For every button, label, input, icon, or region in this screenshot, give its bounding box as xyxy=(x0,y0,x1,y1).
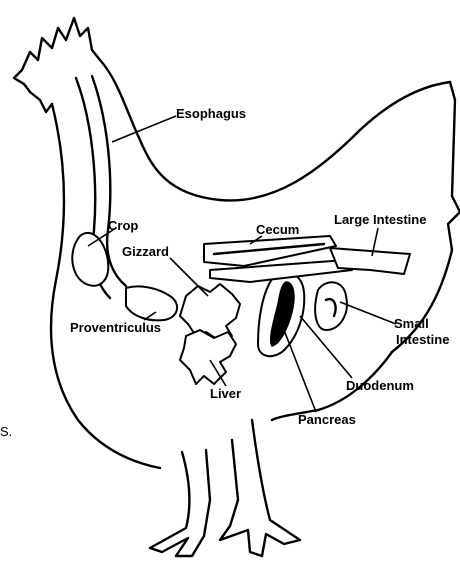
label-cecum: Cecum xyxy=(256,222,299,237)
label-crop: Crop xyxy=(108,218,138,233)
comb xyxy=(22,18,100,70)
back-neck xyxy=(100,60,450,200)
label-large-intestine: Large Intestine xyxy=(334,212,426,227)
cecum-organ xyxy=(204,236,352,282)
label-small-intestine-line2: Intestine xyxy=(396,332,449,347)
gizzard-organ xyxy=(180,284,240,340)
leader-pancreas xyxy=(284,330,316,412)
label-pancreas: Pancreas xyxy=(298,412,356,427)
leader-esophagus xyxy=(112,116,176,142)
leg-inner xyxy=(204,440,238,536)
leader-small-intestine xyxy=(340,302,396,324)
liver-organ xyxy=(180,330,236,384)
stray-text: S. xyxy=(0,424,12,439)
label-liver: Liver xyxy=(210,386,241,401)
chicken-body-outline xyxy=(14,18,460,556)
label-duodenum: Duodenum xyxy=(346,378,414,393)
label-esophagus: Esophagus xyxy=(176,106,246,121)
crop-organ xyxy=(72,233,108,286)
leader-gizzard xyxy=(170,258,208,296)
label-small-intestine-line1: Small xyxy=(394,316,429,331)
label-proventriculus: Proventriculus xyxy=(70,320,161,335)
small-intestine-organ xyxy=(315,282,347,330)
head-beak xyxy=(14,70,52,112)
label-gizzard: Gizzard xyxy=(122,244,169,259)
